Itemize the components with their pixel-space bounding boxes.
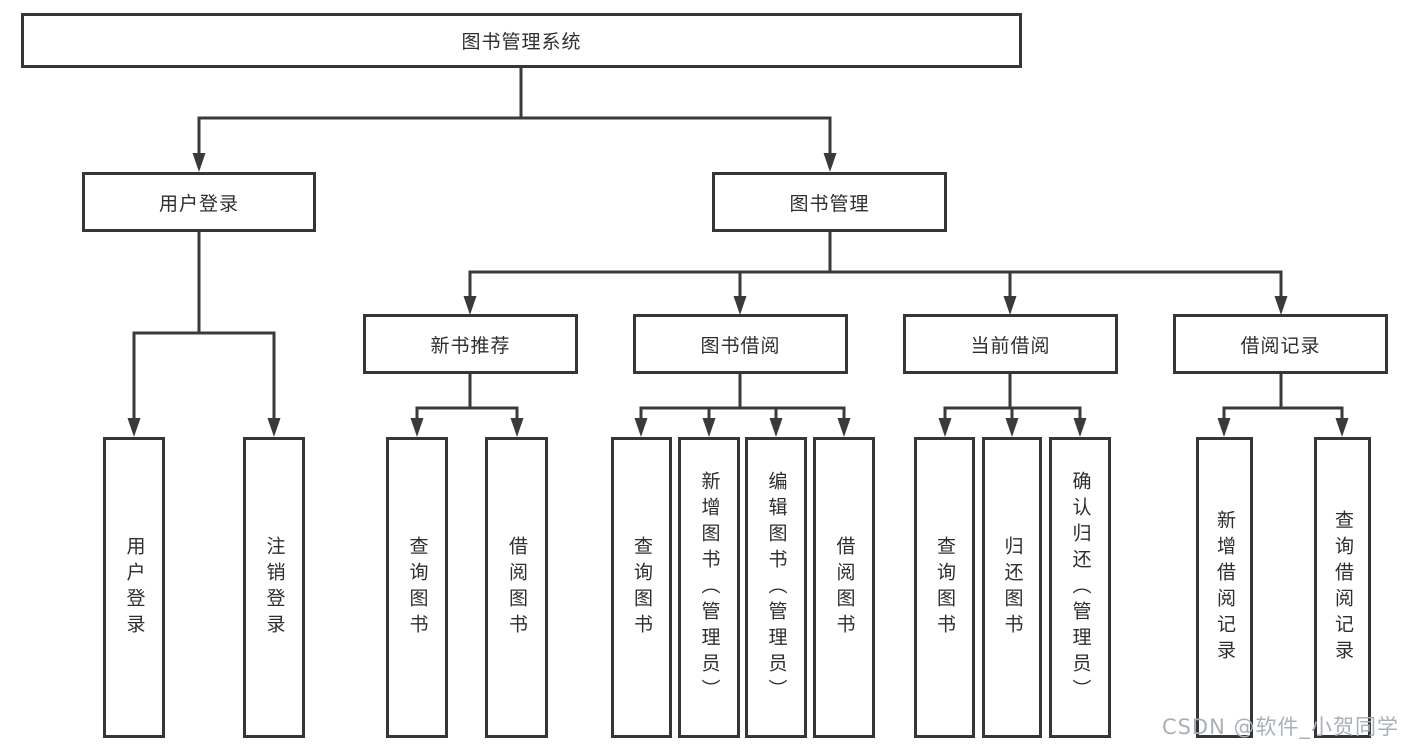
leaf-label: 确认归还（管理员） (1069, 470, 1092, 705)
leaf-query-books-current: 查询图书 (914, 437, 975, 738)
leaf-confirm-return-admin: 确认归还（管理员） (1049, 437, 1111, 738)
node-user-login: 用户登录 (82, 172, 316, 232)
leaf-query-books-recommend: 查询图书 (386, 437, 448, 738)
leaf-label: 新增图书（管理员） (698, 470, 721, 705)
leaf-borrow-books-recommend: 借阅图书 (485, 437, 548, 738)
leaf-label: 归还图书 (1001, 535, 1024, 640)
node-book-borrowing: 图书借阅 (633, 314, 848, 374)
leaf-add-books-admin: 新增图书（管理员） (678, 437, 740, 738)
node-label: 用户登录 (158, 192, 239, 215)
leaf-query-borrow-record: 查询借阅记录 (1314, 437, 1371, 738)
leaf-user-login: 用户登录 (103, 437, 165, 738)
leaf-edit-books-admin: 编辑图书（管理员） (745, 437, 807, 738)
node-library-management-system: 图书管理系统 (21, 13, 1022, 68)
edge-root-trunk (197, 68, 832, 156)
node-current-borrowing: 当前借阅 (903, 314, 1118, 374)
leaf-label: 注销登录 (263, 535, 286, 640)
leaf-query-books-borrowing: 查询图书 (611, 437, 672, 738)
edge-new-book-trunk (415, 374, 519, 421)
leaf-label: 编辑图书（管理员） (765, 470, 788, 705)
leaf-label: 查询图书 (406, 535, 429, 640)
edge-book-mgmt-trunk (468, 232, 1283, 299)
csdn-watermark: CSDN @软件_小贺同学 (1161, 715, 1399, 739)
node-new-book-recommendation: 新书推荐 (363, 314, 578, 374)
node-label: 当前借阅 (970, 334, 1051, 357)
leaf-add-borrow-record: 新增借阅记录 (1196, 437, 1253, 738)
edge-user-login-trunk (132, 232, 276, 421)
leaf-label: 借阅图书 (833, 535, 856, 640)
leaf-label: 查询图书 (934, 535, 956, 640)
edge-current-trunk (943, 374, 1082, 421)
node-label: 图书管理 (789, 192, 870, 215)
arrowheads (127, 153, 1349, 437)
node-book-management: 图书管理 (712, 172, 947, 232)
leaf-label: 查询图书 (631, 535, 653, 640)
leaf-label: 用户登录 (123, 535, 146, 640)
node-borrowing-records: 借阅记录 (1173, 314, 1388, 374)
node-label: 新书推荐 (430, 334, 511, 357)
edge-borrowing-trunk (639, 374, 846, 421)
leaf-label: 查询借阅记录 (1332, 509, 1354, 666)
leaf-logout: 注销登录 (243, 437, 305, 738)
leaf-label: 新增借阅记录 (1214, 509, 1236, 666)
node-label: 借阅记录 (1240, 334, 1321, 357)
leaf-return-books: 归还图书 (982, 437, 1042, 738)
edge-records-trunk (1222, 374, 1344, 421)
node-label: 图书借阅 (700, 334, 781, 357)
leaf-borrow-books-borrowing: 借阅图书 (813, 437, 875, 738)
node-label: 图书管理系统 (461, 31, 582, 53)
leaf-label: 借阅图书 (506, 535, 528, 640)
